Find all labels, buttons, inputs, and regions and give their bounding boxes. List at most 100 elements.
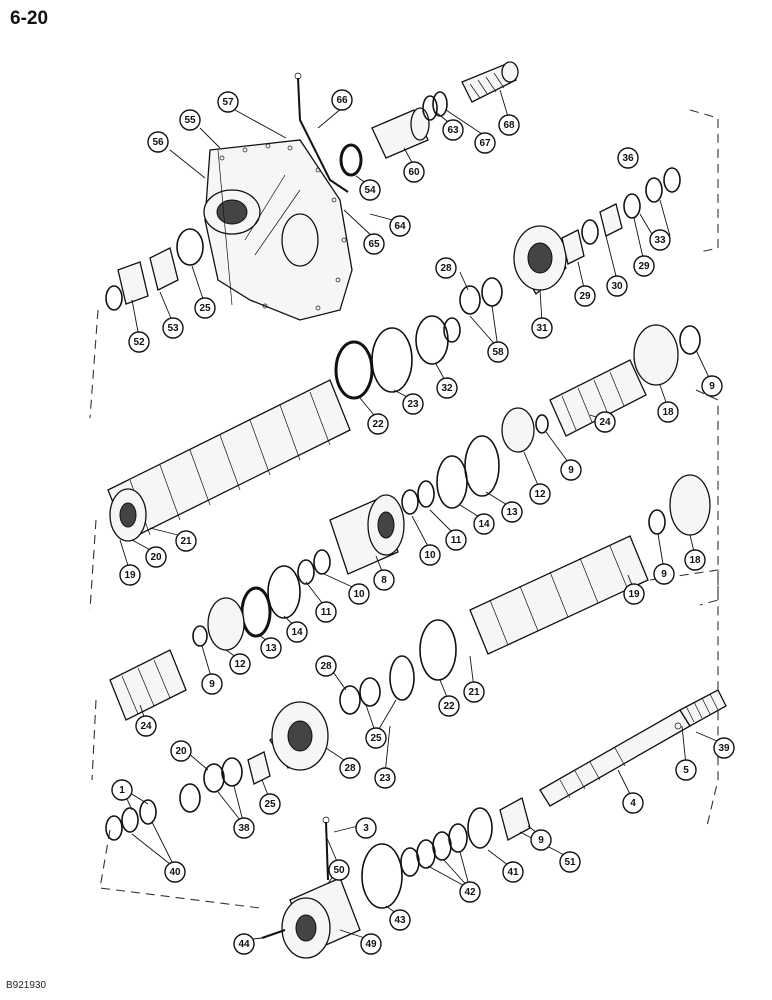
callout-23: 23: [374, 767, 396, 789]
callout-42: 42: [459, 881, 481, 903]
callout-circle: [164, 861, 186, 883]
figure-id: B921930: [6, 980, 47, 991]
callout-circle: [355, 817, 377, 839]
assembly-guide-lines: [89, 109, 719, 909]
callout-label: 60: [408, 167, 420, 178]
callout-circle: [170, 740, 192, 762]
callout-33: 33: [649, 229, 671, 251]
callout-label: 19: [628, 589, 640, 600]
callout-label: 25: [199, 303, 211, 314]
callout-label: 29: [579, 291, 591, 302]
callout-28: 28: [339, 757, 361, 779]
callout-30: 30: [606, 275, 628, 297]
callout-label: 30: [611, 281, 623, 292]
callout-circle: [501, 501, 523, 523]
callout-label: 23: [379, 773, 391, 784]
callout-36: 36: [617, 147, 639, 169]
callout-28: 28: [435, 257, 457, 279]
callout-9: 9: [653, 563, 675, 585]
callout-label: 20: [150, 552, 162, 563]
callout-label: 54: [364, 185, 376, 196]
callout-circle: [348, 583, 370, 605]
callout-circle: [559, 851, 581, 873]
callout-label: 1: [119, 785, 125, 796]
clutch-hub: [329, 494, 405, 575]
callout-24: 24: [135, 715, 157, 737]
callout-circle: [606, 275, 628, 297]
callout-label: 58: [492, 347, 504, 358]
callout-label: 22: [372, 419, 384, 430]
callout-label: 9: [209, 679, 215, 690]
callout-label: 14: [291, 627, 303, 638]
callout-39: 39: [713, 737, 735, 759]
callout-label: 11: [451, 535, 462, 546]
callout-circle: [498, 114, 520, 136]
callout-circle: [435, 257, 457, 279]
callout-12: 12: [229, 653, 251, 675]
callout-circle: [633, 255, 655, 277]
callout-label: 51: [564, 857, 576, 868]
callout-label: 12: [234, 659, 246, 670]
callout-58: 58: [487, 341, 509, 363]
callout-14: 14: [473, 513, 495, 535]
callout-14: 14: [286, 621, 308, 643]
callout-label: 50: [333, 865, 345, 876]
callout-18: 18: [657, 401, 679, 423]
callout-label: 13: [265, 643, 277, 654]
callout-9: 9: [530, 829, 552, 851]
springs-and-pistons: [401, 324, 701, 515]
callout-63: 63: [442, 119, 464, 141]
main-shaft: [539, 689, 727, 807]
callout-circle: [286, 621, 308, 643]
callout-circle: [442, 119, 464, 141]
callout-label: 9: [568, 465, 574, 476]
callout-circle: [194, 297, 216, 319]
callout-circle: [128, 331, 150, 353]
callout-circle: [162, 317, 184, 339]
callout-8: 8: [373, 569, 395, 591]
page-number: 6-20: [10, 8, 49, 29]
callout-circle: [463, 681, 485, 703]
upper-bearings: [105, 167, 681, 315]
callout-label: 24: [599, 417, 611, 428]
callout-25: 25: [194, 297, 216, 319]
callout-66: 66: [331, 89, 353, 111]
callout-53: 53: [162, 317, 184, 339]
callout-label: 8: [381, 575, 387, 586]
callout-label: 65: [368, 239, 380, 250]
rear-housing: [203, 139, 353, 321]
callout-38: 38: [233, 817, 255, 839]
upper-clutch-pack: [107, 315, 461, 542]
callout-circle: [259, 793, 281, 815]
callout-label: 41: [507, 867, 519, 878]
callout-23: 23: [402, 393, 424, 415]
callout-circle: [594, 411, 616, 433]
callout-circle: [119, 564, 141, 586]
callout-label: 55: [184, 115, 196, 126]
callout-circle: [233, 933, 255, 955]
callout-label: 36: [622, 153, 634, 164]
callout-circle: [201, 673, 223, 695]
callout-label: 42: [464, 887, 476, 898]
callout-label: 67: [479, 138, 491, 149]
callout-circle: [145, 546, 167, 568]
lower-gears: [105, 655, 415, 841]
callout-4: 4: [622, 792, 644, 814]
callout-circle: [623, 583, 645, 605]
callout-label: 9: [661, 569, 667, 580]
callout-13: 13: [501, 501, 523, 523]
callout-circle: [684, 549, 706, 571]
callout-circle: [373, 569, 395, 591]
callout-label: 32: [441, 383, 453, 394]
callout-circle: [315, 655, 337, 677]
callout-9: 9: [560, 459, 582, 481]
callout-circle: [135, 715, 157, 737]
callout-20: 20: [145, 546, 167, 568]
callout-label: 25: [370, 733, 382, 744]
callout-circle: [147, 131, 169, 153]
callout-circle: [402, 393, 424, 415]
callout-label: 20: [175, 746, 187, 757]
callout-41: 41: [502, 861, 524, 883]
